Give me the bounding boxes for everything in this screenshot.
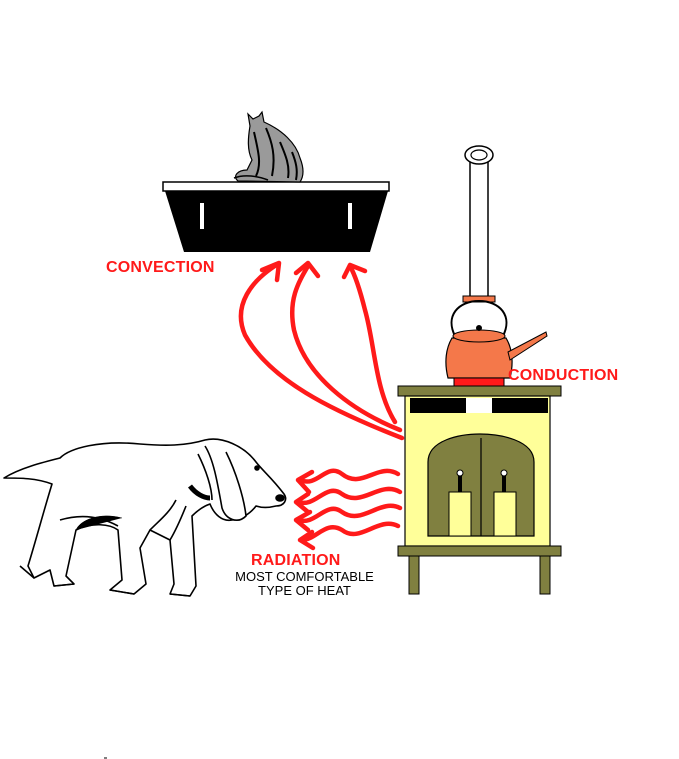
convection-arrows xyxy=(238,260,405,441)
convection-arrow-left xyxy=(238,261,405,441)
dog-icon xyxy=(3,438,287,597)
shelf xyxy=(162,181,390,252)
convection-arrow-middle xyxy=(289,263,403,433)
stove-pipe xyxy=(462,145,496,303)
conduction-label: CONDUCTION xyxy=(508,367,619,384)
radiation-arrow-1 xyxy=(297,468,401,484)
wood-stove xyxy=(397,385,562,595)
convection-label: CONVECTION xyxy=(106,259,215,276)
radiation-note-line-1: MOST COMFORTABLE xyxy=(235,569,374,584)
radiation-arrow-3 xyxy=(295,503,403,524)
radiation-arrow-2 xyxy=(295,486,403,506)
convection-arrow-right xyxy=(347,263,398,425)
cat-icon xyxy=(233,110,304,183)
kettle-icon xyxy=(445,299,548,387)
radiation-label: RADIATION xyxy=(251,552,341,569)
radiation-arrow-4 xyxy=(299,521,401,543)
radiation-note-line-2: TYPE OF HEAT xyxy=(258,583,351,598)
radiation-arrows xyxy=(293,468,403,551)
